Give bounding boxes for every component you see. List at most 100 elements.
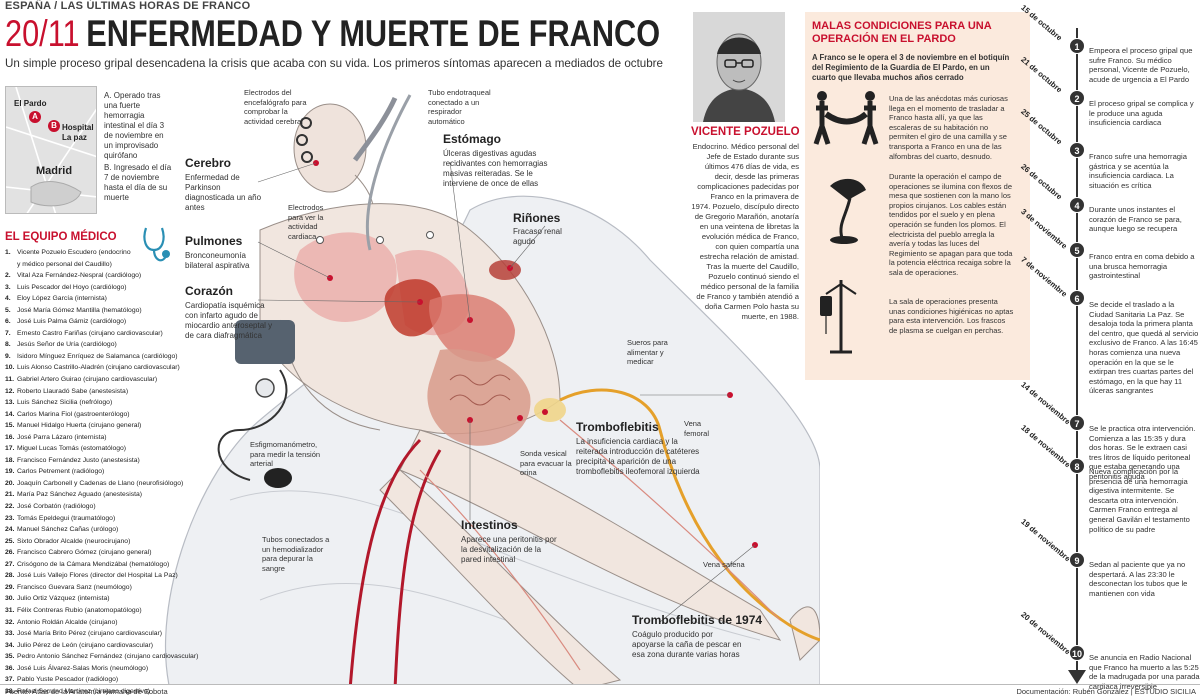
team-member-number: 2.	[5, 272, 11, 280]
team-member-name: Luis Sánchez Sicilia (nefrólogo)	[17, 399, 113, 407]
hemodializador-note: Tubos conectados a un hemodializador par…	[262, 535, 330, 573]
location-note-a: A. Operado tras una fuerte hemorragia in…	[104, 91, 165, 160]
team-member: 19.Carlos Petrement (radiólogo)	[5, 466, 165, 478]
team-member: 5. José María Gómez Mantilla (hematólogo)	[5, 305, 165, 317]
team-member-name: Pablo Yuste Pescador (radiólogo)	[17, 676, 119, 684]
team-member-number: 30.	[5, 595, 15, 603]
timeline-axis	[1076, 28, 1078, 678]
team-member: 26.Francisco Cabrero Gómez (cirujano gen…	[5, 547, 165, 559]
sheet-fold-1	[229, 490, 761, 641]
team-member-name: Julio Ortiz Vázquez (internista)	[17, 595, 110, 603]
electrodos-cardiaca-note: Electrodos para ver la actividad cardiac…	[288, 203, 324, 241]
timeline-event-text: Se anuncia en Radio Nacional que Franco …	[1089, 653, 1200, 691]
location-note-b: B. Ingresado el día 7 de noviembre hasta…	[104, 163, 172, 202]
team-member-name: José María Gómez Mantilla (hematólogo)	[17, 306, 142, 314]
cerebro-text: Enfermedad de Parkinson diagnosticada un…	[185, 173, 262, 212]
timeline-event-text: Empeora el proceso gripal que sufre Fran…	[1089, 46, 1193, 84]
timeline-date: 18 de noviembre	[1019, 423, 1073, 470]
stretcher-icon	[813, 91, 879, 145]
rinones-text: Fracaso renal agudo	[513, 227, 562, 246]
team-member: 17.Miguel Lucas Tomás (estomatólogo)	[5, 443, 165, 455]
team-member-number: 24.	[5, 526, 15, 534]
stethoscope-icon	[143, 227, 170, 262]
team-member-number: 22.	[5, 503, 15, 511]
timeline-step-number: 8	[1069, 458, 1085, 474]
esfigmomanometro-note: Esfigmomanómetro, para medir la tensión …	[250, 440, 321, 468]
team-member-name: Carlos Marina Fiol (gastroenterólogo)	[17, 410, 130, 418]
madrid-map: El Pardo A B Hospital La paz Madrid	[5, 86, 97, 214]
kidney	[489, 260, 521, 280]
headline-title: ENFERMEDAD Y MUERTE DE FRANCO	[86, 13, 661, 54]
team-member: 4.Eloy López García (internista)	[5, 293, 165, 305]
team-member: 12.Roberto Llauradó Sabe (anestesista)	[5, 386, 165, 398]
team-member: 13.Luis Sánchez Sicilia (nefrólogo)	[5, 397, 165, 409]
team-member-number: 19.	[5, 468, 15, 476]
team-member-name: Rafael Serrano Martínez (cirujano digest…	[17, 687, 150, 695]
team-member-number: 36.	[5, 664, 15, 672]
team-member-name: Carlos Petrement (radiólogo)	[17, 468, 105, 476]
team-member: 30.Julio Ortiz Vázquez (internista)	[5, 593, 165, 605]
dialysis-tube	[348, 438, 422, 684]
tubo-note: Tubo endotraqueal conectado a un respira…	[428, 88, 491, 126]
team-member-name: José Corbatón (radiólogo)	[17, 503, 96, 511]
team-member-name: José Luis Álvarez-Salas Moris (neumólogo…	[17, 664, 149, 672]
team-member: 10.Luis Alonso Castrillo-Aladrén (ciruja…	[5, 362, 180, 374]
timeline-step-number: 7	[1069, 415, 1085, 431]
timeline-event-text: Durante unos instantes el corazón de Fra…	[1089, 205, 1182, 234]
timeline-step-number: 1	[1069, 38, 1085, 54]
vena-femoral-line	[559, 388, 820, 642]
team-member-number: 17.	[5, 445, 15, 453]
team-title: EL EQUIPO MÉDICO	[5, 231, 117, 243]
timeline-step-number: 10	[1069, 645, 1085, 661]
operation-panel-lead: A Franco se le opera el 3 de noviembre e…	[812, 53, 1010, 82]
team-member: 11.Gabriel Artero Guirao (cirujano cardi…	[5, 374, 165, 386]
team-member: 36.José Luis Álvarez-Salas Moris (neumól…	[5, 663, 165, 675]
map-marker-a: A	[29, 111, 41, 123]
team-member-number: 20.	[5, 479, 15, 487]
team-member-number: 28.	[5, 572, 15, 580]
team-member-number: 15.	[5, 422, 15, 430]
team-member-name: Vital Aza Fernández-Nespral (cardiólogo)	[17, 272, 142, 280]
electrodos-cerebro-note: Electrodos del encefalógrafo para compro…	[244, 88, 307, 126]
team-member-name: María Paz Sánchez Aguado (anestesista)	[17, 491, 143, 499]
heart	[384, 279, 442, 337]
timeline-event-text: Nueva complicación por la presencia de u…	[1089, 467, 1190, 534]
pulmones-text: Bronconeumonía bilateral aspirativa	[185, 251, 250, 270]
map-label-hospital: Hospital La paz	[62, 123, 94, 142]
timeline-event-text: Se decide el traslado a la Ciudad Sanita…	[1089, 300, 1199, 396]
timeline-step-number: 2	[1069, 90, 1085, 106]
team-member-name: Francisco Guevara Sanz (neumólogo)	[17, 583, 132, 591]
team-member-name: Vicente Pozuelo Escudero (endocrino	[17, 249, 131, 256]
team-member-name: José Parra Lázaro (internista)	[17, 433, 107, 441]
team-member-number: 23.	[5, 514, 15, 522]
team-member: 31.Félix Contreras Rubio (anatomopatólog…	[5, 605, 165, 617]
team-member: 33.José María Brito Pérez (cirujano card…	[5, 628, 165, 640]
leg-right	[399, 429, 782, 641]
team-member: 9.Isidoro Mínguez Enríquez de Salamanca …	[5, 351, 178, 363]
kicker: ESPAÑA / LAS ÚLTIMAS HORAS DE FRANCO	[5, 0, 251, 12]
team-member: 20.Joaquín Carbonell y Cadenas de Llano …	[5, 478, 183, 490]
team-member-number: 10.	[5, 364, 15, 372]
team-member: 38.Rafael Serrano Martínez (cirujano dig…	[5, 686, 165, 696]
team-member-name: Manuel Sánchez Cañas (urólogo)	[17, 526, 119, 534]
bladder	[534, 398, 566, 422]
team-member-number: 21.	[5, 491, 15, 499]
map-roads	[6, 87, 96, 213]
map-marker-b: B	[48, 120, 60, 132]
team-member: 35.Pedro Antonio Sánchez Fernández (ciru…	[5, 651, 198, 663]
headline-date: 20/11	[5, 13, 80, 54]
team-member: 7.Ernesto Castro Fariñas (cirujano cardi…	[5, 328, 165, 340]
intestinos-title: Intestinos	[461, 518, 518, 532]
team-member-name: Francisco Fernández Justo (anestesista)	[17, 456, 140, 464]
team-member-number: 18.	[5, 456, 15, 464]
team-member-number: 1.	[5, 249, 11, 256]
blood-pressure-cuff	[235, 320, 295, 364]
lamp-icon	[830, 178, 866, 244]
team-member-name: Tomás Epeldegui (traumatólogo)	[17, 514, 116, 522]
vena-femoral-note: Vena femoral	[684, 419, 710, 438]
team-member-name: Crisógono de la Cámara Mendizábal (hemat…	[17, 560, 170, 568]
team-member: 6.José Luis Palma Gámiz (cardiólogo)	[5, 316, 165, 328]
team-member-number: 5.	[5, 306, 11, 314]
